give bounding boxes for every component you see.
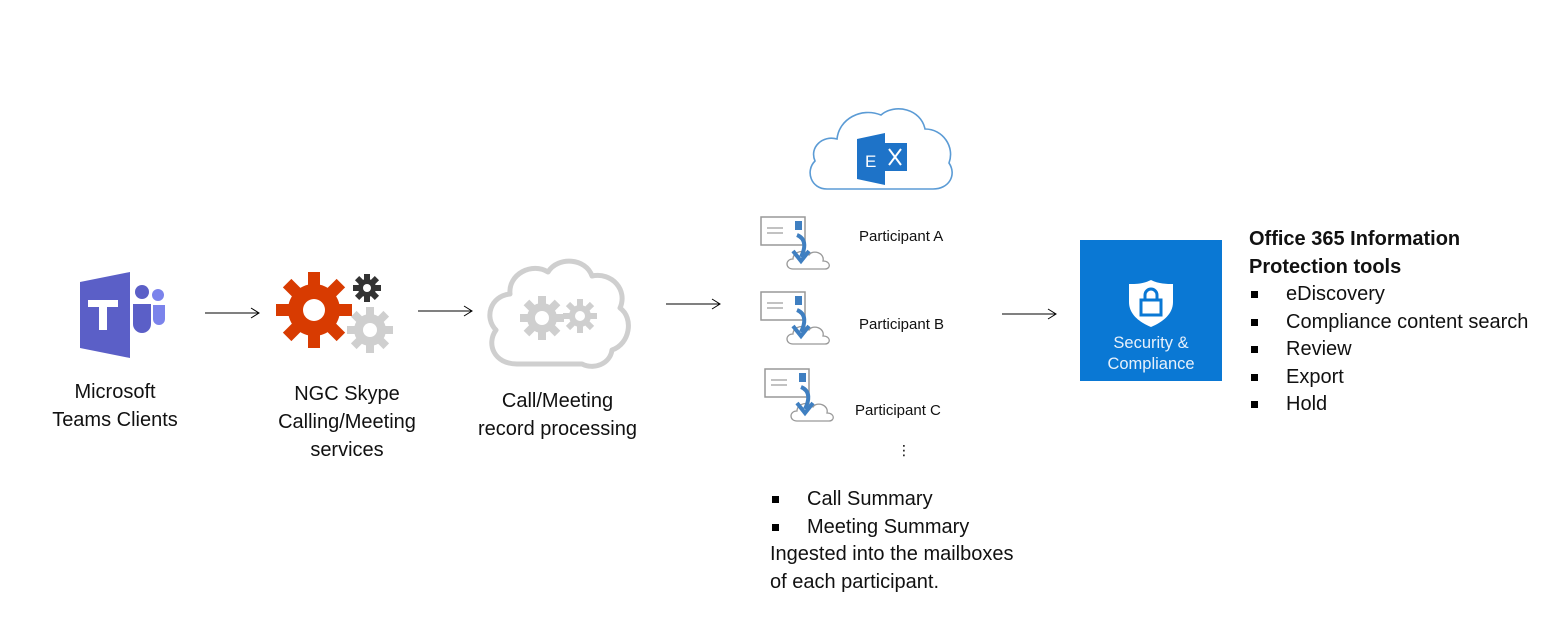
- mail-to-cloud-icon: [764, 368, 834, 422]
- tools-title: Office 365 Information Protection tools: [1249, 225, 1549, 281]
- more-participants-ellipsis: ⋮: [897, 442, 911, 458]
- arrow-mailboxes-to-security: [1002, 308, 1057, 320]
- microsoft-teams-icon: [80, 272, 165, 358]
- tools-title-line-1: Office 365 Information: [1249, 228, 1461, 250]
- teams-label-line-1: Microsoft: [74, 381, 156, 403]
- ngc-label-line-1: NGC Skype: [294, 383, 400, 405]
- arrow-teams-to-ngc: [205, 307, 260, 319]
- exchange-online-cloud-icon: E: [809, 108, 953, 190]
- summary-item: Meeting Summary: [770, 514, 1070, 542]
- processing-label-line-1: Call/Meeting: [501, 390, 614, 412]
- teams-label-line-2: Teams Clients: [52, 409, 178, 431]
- ngc-label-line-2: Calling/Meeting: [278, 411, 416, 433]
- summary-item: Call Summary: [770, 486, 1070, 514]
- cloud-gears-icon: [487, 258, 631, 369]
- summary-text: Ingested into the mailboxes of each part…: [770, 541, 1070, 596]
- tools-item: Compliance content search: [1249, 309, 1549, 337]
- tools-item: Export: [1249, 364, 1549, 392]
- participant-label: Participant C: [855, 402, 941, 419]
- summary-block: Call Summary Meeting Summary Ingested in…: [770, 486, 1070, 596]
- participant-item: Participant B: [755, 288, 975, 358]
- participant-item: Participant A: [755, 210, 975, 280]
- arrow-ngc-to-processing: [418, 305, 473, 317]
- arrow-processing-to-mailboxes: [666, 298, 721, 310]
- mail-to-cloud-icon: [760, 291, 830, 345]
- summary-text-line-1: Ingested into the mailboxes: [770, 543, 1014, 565]
- participant-label: Participant B: [859, 316, 945, 333]
- teams-label: Microsoft Teams Clients: [50, 378, 180, 434]
- security-compliance-tile: Security & Compliance: [1080, 240, 1222, 381]
- shield-lock-icon: [1129, 280, 1173, 327]
- tools-block: Office 365 Information Protection tools …: [1249, 225, 1549, 419]
- participant-label: Participant A: [859, 228, 944, 245]
- security-tile-label-line-1: Security &: [1113, 334, 1189, 352]
- summary-list: Call Summary Meeting Summary: [770, 486, 1070, 541]
- svg-text:E: E: [865, 152, 876, 171]
- tools-title-line-2: Protection tools: [1249, 256, 1402, 278]
- tools-item: Review: [1249, 336, 1549, 364]
- processing-label-line-2: record processing: [478, 418, 637, 440]
- tools-list: eDiscovery Compliance content search Rev…: [1249, 281, 1549, 419]
- tools-item: Hold: [1249, 391, 1549, 419]
- participant-list: Participant A Participant B Participant …: [755, 210, 975, 470]
- ngc-label-line-3: services: [310, 439, 384, 461]
- summary-text-line-2: of each participant.: [770, 570, 939, 593]
- gears-icon: [276, 272, 393, 353]
- ngc-label: NGC Skype Calling/Meeting services: [262, 380, 432, 464]
- mail-to-cloud-icon: [760, 216, 830, 270]
- tools-item: eDiscovery: [1249, 281, 1549, 309]
- processing-label: Call/Meeting record processing: [470, 387, 645, 443]
- security-tile-label-line-2: Compliance: [1107, 355, 1195, 373]
- participant-item: Participant C: [755, 365, 975, 435]
